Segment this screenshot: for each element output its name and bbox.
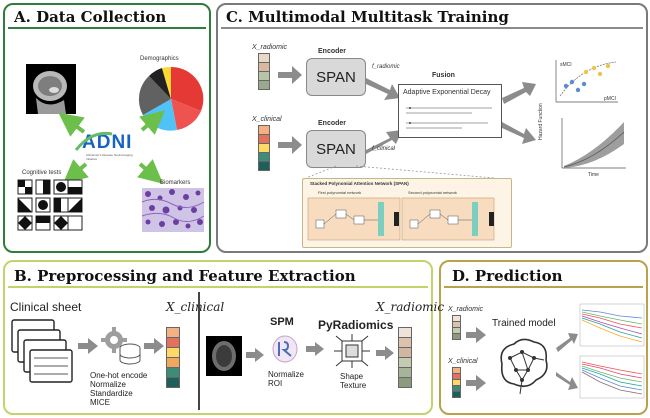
class-label-smci: sMCI: [560, 62, 572, 68]
fusion-arrows-icon: [366, 78, 402, 154]
input-radiomic-label: X_radiomic: [252, 44, 288, 51]
step-one-hot: One-hot encode: [90, 371, 148, 380]
hazard-axis-label: Hazard Function: [538, 103, 544, 140]
title-rule-d: [444, 286, 643, 288]
span-encoder-top: SPAN: [306, 58, 366, 96]
clinical-feature-vector: [258, 125, 270, 171]
biomarkers-label: Biomarkers: [160, 180, 191, 186]
x-radiomic-label: X_radiomic: [376, 300, 445, 314]
title-rule-a: [8, 27, 206, 29]
second-block-label: Second polynomial network: [408, 190, 457, 195]
span-detail-title: Stacked Polynomial Attention Network (SP…: [310, 181, 409, 186]
preprocessing-steps: One-hot encode Normalize Standardize MIC…: [90, 371, 147, 407]
pred-clinical-vector: [452, 367, 461, 398]
span-dotted-connector: [305, 165, 495, 179]
title-rule-b: [8, 286, 428, 288]
pred-radiomic-vector: [452, 315, 461, 340]
panel-title-c: C. Multimodal Multitask Training: [226, 8, 509, 26]
step-normalize: Normalize: [90, 380, 127, 389]
panel-multimodal-training: [216, 3, 648, 253]
adni-logo: ADNI: [82, 132, 133, 153]
class-label-pmci: pMCI: [604, 96, 616, 102]
panel-title-b: B. Preprocessing and Feature Extraction: [14, 267, 356, 285]
adni-logo-subtitle: Alzheimer's Disease Neuroimaging Initiat…: [86, 153, 133, 161]
spm-label: SPM: [270, 316, 294, 328]
adni-arrows-icon: [58, 110, 166, 184]
panel-data-collection: [3, 3, 211, 253]
latent-radiomic-label: f_radiomic: [372, 64, 400, 70]
first-block-label: First polynomial network: [318, 190, 362, 195]
arrow-right-icon-5: [376, 346, 394, 360]
x-clinical-label: X_clinical: [166, 300, 225, 314]
radiomic-feature-types: Shape Texture: [340, 372, 366, 390]
arrow-right-icon-4: [306, 342, 324, 356]
gear-database-icon: [101, 327, 141, 365]
hazard-curve-plot: [561, 118, 626, 169]
feature-texture: Texture: [340, 381, 367, 390]
panel-title-d: D. Prediction: [452, 267, 563, 285]
fusion-label: Fusion: [432, 72, 455, 79]
step-mice: MICE: [90, 398, 110, 407]
arrow-right-icon-2: [144, 338, 164, 354]
mri-sagittal-image: [26, 64, 76, 114]
feature-shape: Shape: [340, 372, 364, 381]
trained-model-brain-icon: [500, 338, 548, 395]
panel-b-divider: [198, 292, 200, 410]
fusion-module: Adaptive Exponential Decay: [398, 84, 502, 138]
mri-axial-image: [206, 336, 242, 376]
arrow-right-icon: [78, 338, 98, 354]
input-arrows-icon: [278, 66, 302, 154]
input-clinical-label: X_clinical: [252, 116, 282, 123]
survival-curves-plot-top: [579, 303, 645, 347]
fusion-method-label: Adaptive Exponential Decay: [403, 89, 491, 96]
radiomics-extraction-icon: [334, 334, 370, 368]
demographics-pie-icon: [138, 66, 204, 131]
fusion-equations-icon: [406, 107, 492, 129]
pyradiomics-label: PyRadiomics: [318, 318, 394, 332]
clinical-sheet-stack-icon: [11, 319, 73, 383]
clinical-output-vector: [166, 327, 180, 388]
adni-swoosh-icon: [74, 131, 113, 151]
biomarkers-histology-image: [141, 188, 205, 232]
pred-input-clinical: X_clinical: [448, 358, 478, 365]
title-rule-c: [221, 27, 643, 29]
panel-prediction: [439, 260, 648, 415]
trained-model-label: Trained model: [492, 318, 556, 329]
classification-scatter-plot: [555, 60, 618, 103]
radiomic-feature-vector: [258, 53, 270, 90]
encoder-bottom-label: Encoder: [318, 120, 347, 127]
radiomic-output-vector: [398, 327, 412, 388]
span-block-diagram: [307, 197, 495, 241]
panel-preprocessing: [3, 260, 433, 415]
spm-steps: Normalize ROI: [268, 370, 304, 388]
step-standardize: Standardize: [90, 389, 133, 398]
latent-clinical-label: f_clinical: [372, 146, 396, 152]
cognitive-tests-label: Cognitive tests: [22, 170, 62, 176]
demographics-label: Demographics: [140, 56, 179, 62]
spm-roi: ROI: [268, 379, 283, 388]
clinical-sheet-label: Clinical sheet: [10, 300, 82, 314]
pred-output-arrows-icon: [556, 333, 578, 390]
spm-normalize: Normalize: [268, 370, 305, 379]
spm-brain-icon: [272, 335, 298, 363]
pred-input-radiomic: X_radiomic: [448, 306, 484, 313]
output-arrows-icon: [502, 82, 536, 144]
time-axis-label: Time: [588, 172, 599, 178]
span-encoder-bottom: SPAN: [306, 130, 366, 168]
pred-input-arrows-icon: [466, 327, 486, 391]
encoder-top-label: Encoder: [318, 48, 347, 55]
panel-title-a: A. Data Collection: [14, 8, 167, 26]
cognitive-tests-grid-icon: [17, 179, 83, 231]
arrow-right-icon-3: [246, 348, 264, 362]
survival-curves-plot-bottom: [579, 355, 645, 399]
